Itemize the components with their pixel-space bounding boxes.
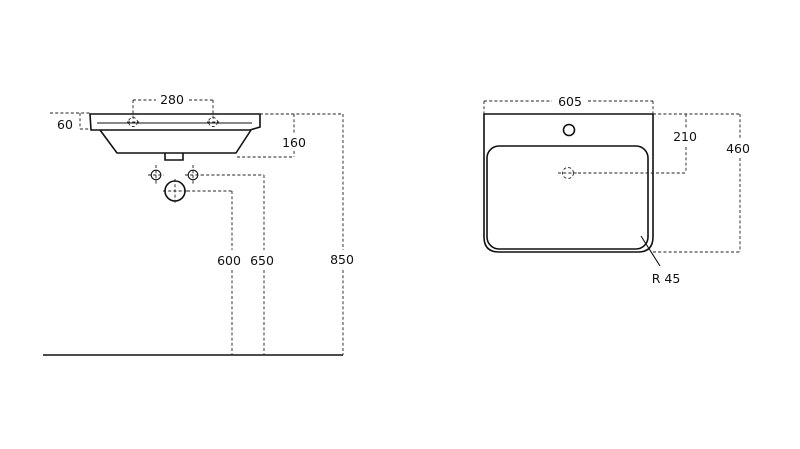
top-view: 605 210 460 R 45: [483, 94, 750, 286]
supply-valve-right: [185, 165, 201, 185]
dim-rim-height: 850: [330, 252, 354, 267]
dim-corner-radius: R 45: [652, 271, 681, 286]
basin-bowl-profile: [99, 129, 252, 154]
tap-hole: [562, 123, 576, 137]
tap-hole-left: [127, 117, 139, 127]
waste-outlet: [164, 153, 184, 161]
waste-pipe: [163, 179, 187, 203]
dim-waste-height: 650: [250, 253, 274, 268]
dim-basin-depth: 160: [282, 135, 306, 150]
basin-outline: [483, 113, 654, 253]
side-view: 280 60 160 600: [43, 92, 354, 356]
dim-width: 605: [558, 94, 582, 109]
dim-bowl-offset: 210: [673, 129, 697, 144]
dim-depth: 460: [726, 141, 750, 156]
tap-hole-right: [207, 117, 219, 127]
dim-rim-thickness: 60: [57, 117, 73, 132]
supply-valve-left: [148, 165, 164, 185]
dim-tap-hole-spacing: 280: [160, 92, 184, 107]
dim-supply-height: 600: [217, 253, 241, 268]
bowl-outline: [486, 145, 649, 250]
radius-leader: [640, 235, 661, 267]
basin-rim-profile: [89, 113, 261, 131]
drain: [558, 167, 578, 179]
